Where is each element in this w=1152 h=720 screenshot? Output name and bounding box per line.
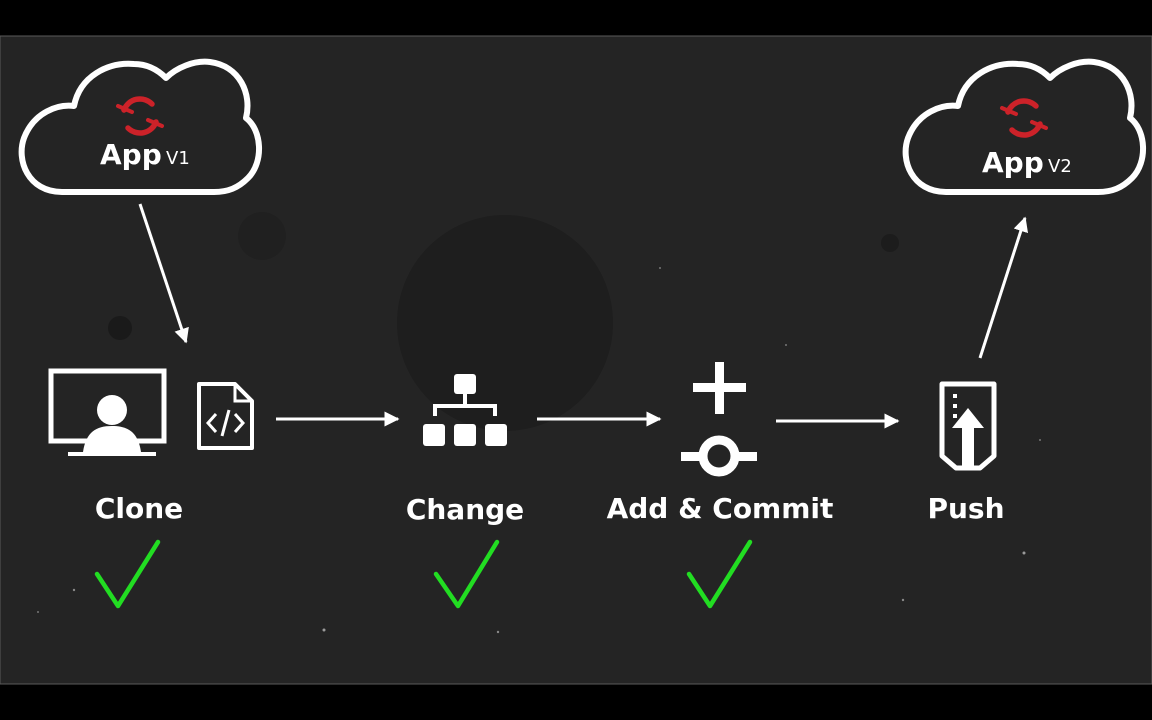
cloud-version-label: V2 [1048,156,1072,177]
step-label: Add & Commit [607,492,834,525]
step-clone: Clone [48,368,254,609]
cloud-app-label: App [982,146,1044,179]
git-commit-icon [681,435,757,477]
arrow-cloud-to-clone [138,203,189,344]
cloud-app-v2: App V2 [902,58,1147,195]
step-add-commit: Add & Commit [607,362,834,609]
step-label: Push [927,492,1004,525]
desktop-user-icon [48,368,167,456]
step-change: Change [406,374,524,609]
openshift-logo-icon [1000,98,1048,138]
code-file-icon [197,382,254,450]
cloud-shape [18,58,263,195]
plus-icon [693,362,746,414]
step-label: Clone [95,492,183,525]
push-upload-icon [939,381,997,471]
cloud-version-label: V1 [166,148,190,169]
openshift-logo-icon [116,96,164,136]
arrow-push-to-cloud [978,216,1029,359]
checkmark-icon [94,539,161,609]
space-decoration [37,212,1041,634]
cloud-app-label: App [100,138,162,171]
cloud-shape [902,58,1147,195]
hierarchy-icon [423,374,507,446]
checkmark-icon [433,539,500,609]
checkmark-icon [686,539,753,609]
step-label: Change [406,493,524,526]
cloud-app-v1: App V1 [18,58,263,195]
step-push: Push [927,381,1005,525]
